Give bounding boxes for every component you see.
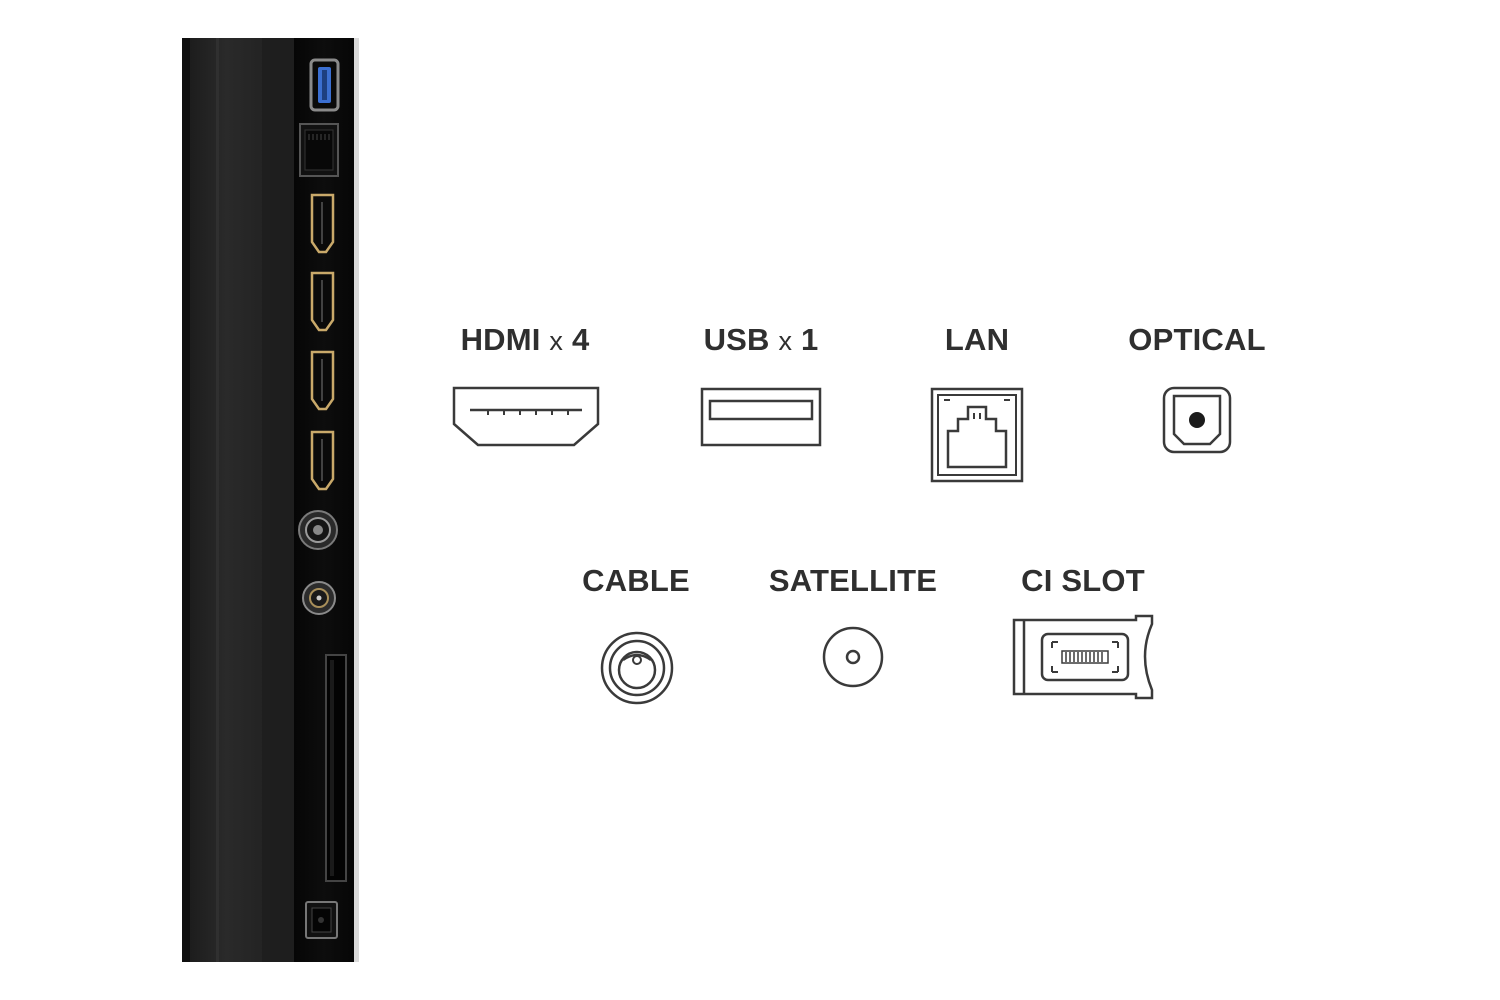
cable-port-icon [599, 630, 675, 706]
lan-port-icon [930, 387, 1024, 483]
usb-count: 1 [800, 322, 819, 357]
satellite-port-icon [821, 625, 885, 689]
cable-label: CABLE [582, 563, 690, 598]
usb-port-icon [700, 387, 822, 447]
optical-label: OPTICAL [1128, 322, 1266, 357]
optical-port-icon [1162, 386, 1232, 454]
ci-slot-label: CI SLOT [1021, 563, 1145, 598]
hdmi-count: 4 [571, 322, 590, 357]
satellite-label: SATELLITE [768, 563, 938, 598]
hdmi-port-icon [452, 386, 600, 448]
usb-label: USB x 1 [704, 322, 819, 358]
usb-multiplier: x [778, 326, 793, 356]
hdmi-multiplier: x [549, 326, 564, 356]
hdmi-label: HDMI x 4 [461, 322, 590, 358]
lan-label: LAN [944, 322, 1010, 357]
usb-name: USB [703, 322, 770, 357]
ci-slot-icon [1012, 614, 1156, 700]
hdmi-name: HDMI [460, 322, 541, 357]
